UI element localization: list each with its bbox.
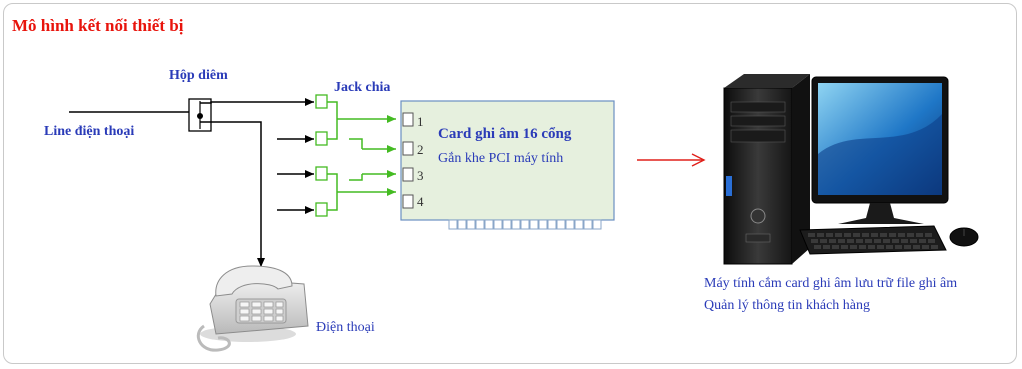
port-number-2: 2 — [417, 142, 424, 157]
green-wiring — [327, 101, 396, 211]
computer-caption-line-2: Quản lý thông tin khách hàng — [704, 298, 871, 313]
diagram-frame: Mô hình kết nối thiết bị Hộp diêm Jack c… — [3, 3, 1017, 364]
connection-diagram — [69, 74, 979, 352]
diagram-title: Mô hình kết nối thiết bị — [12, 16, 184, 35]
jack-1 — [315, 94, 328, 109]
port-number-3: 3 — [417, 168, 424, 183]
wire-to-jack-1 — [200, 98, 314, 106]
card-title-label: Card ghi âm 16 cổng — [438, 126, 572, 142]
card-subtitle-label: Gắn khe PCI máy tính — [438, 151, 564, 166]
recording-card — [400, 100, 615, 221]
jack-4 — [315, 202, 328, 217]
jack-3 — [315, 166, 328, 181]
jack-splitter-label: Jack chia — [334, 80, 391, 95]
computer-caption-line-1: Máy tính cắm card ghi âm lưu trữ file gh… — [704, 276, 958, 291]
port-number-1: 1 — [417, 114, 424, 129]
junction-box-label: Hộp diêm — [169, 68, 228, 83]
wire-to-phone — [200, 121, 265, 267]
pci-connector — [448, 219, 602, 230]
telephone-label: Điện thoại — [316, 320, 375, 335]
card-port-slots — [402, 112, 414, 209]
jack-2 — [315, 131, 328, 146]
port-number-4: 4 — [417, 194, 424, 209]
phone-line-label: Line điện thoại — [44, 124, 135, 139]
desktop-computer-icon — [723, 74, 979, 265]
jack-splitters — [315, 94, 328, 217]
desk-telephone-icon — [196, 265, 309, 352]
